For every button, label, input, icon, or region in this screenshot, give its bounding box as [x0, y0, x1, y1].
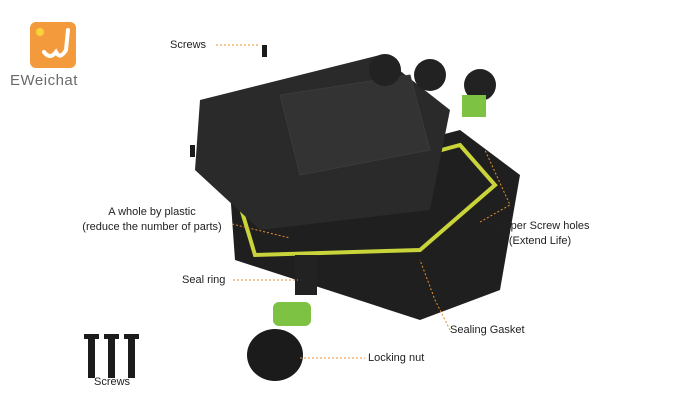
label-locking-nut: Locking nut	[368, 352, 425, 364]
seal-ring	[273, 302, 311, 326]
label-copper-screw-holes: Copper Screw holes	[490, 220, 590, 232]
locking-nut	[247, 329, 303, 381]
label-plastic: A whole by plastic	[108, 206, 196, 218]
label-sealing-gasket: Sealing Gasket	[450, 324, 525, 336]
label-seal-ring: Seal ring	[182, 274, 226, 286]
label-screws-top: Screws	[170, 39, 207, 51]
label-screws-bottom: Screws	[94, 376, 131, 388]
logo-text: EWeichat	[10, 72, 78, 89]
label-extend-life: (Extend Life)	[508, 235, 572, 247]
label-plastic-note: (reduce the number of parts)	[82, 221, 222, 233]
